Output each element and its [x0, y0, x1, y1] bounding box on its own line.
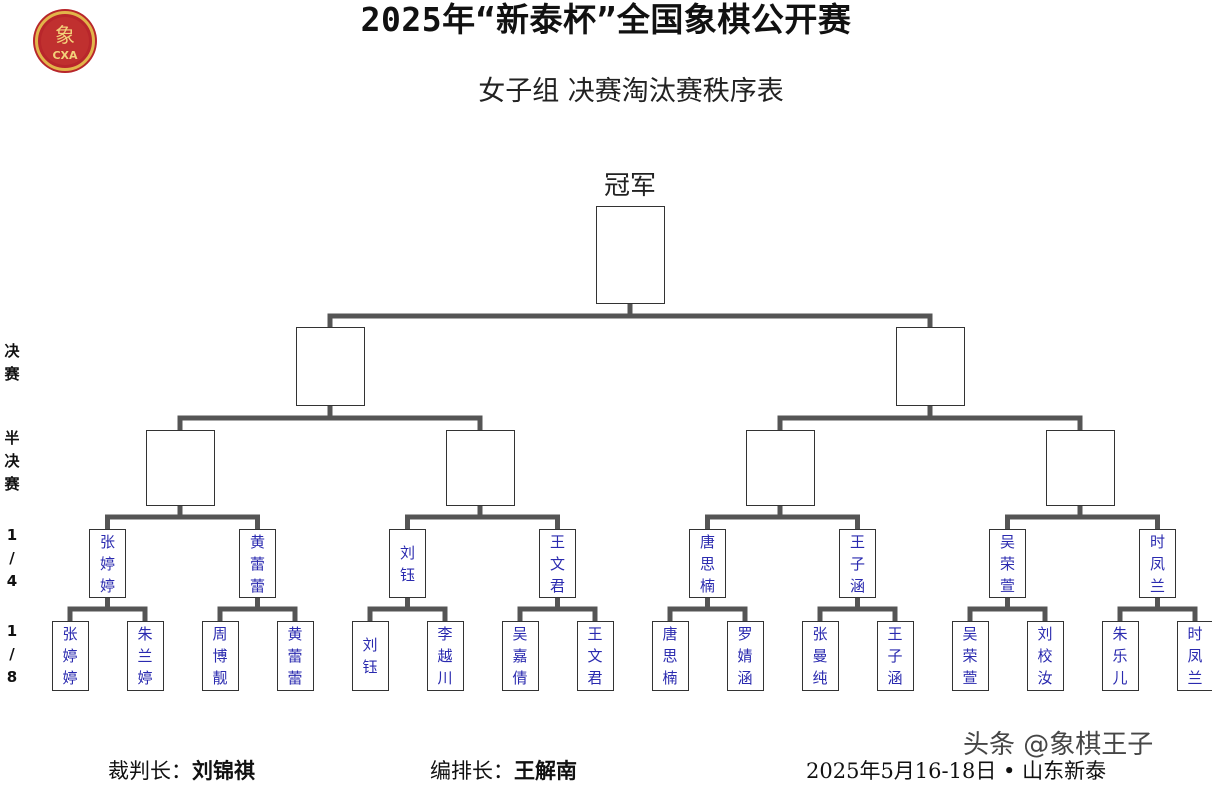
quarterfinal-player: 刘钰 — [389, 529, 426, 598]
round-of-16-player: 张曼纯 — [801, 621, 839, 691]
round-of-16-player: 时凤兰 — [1176, 621, 1212, 691]
scheduler-name: 王解南 — [514, 758, 577, 783]
player-name: 黄蕾蕾 — [287, 625, 303, 687]
player-name: 吴荣萱 — [962, 625, 978, 687]
player-name: 时凤兰 — [1187, 625, 1203, 687]
round-of-16-player: 刘校汝 — [1026, 621, 1064, 691]
logo-text: CXA — [52, 49, 78, 62]
player-name: 刘钰 — [362, 636, 378, 676]
player-name: 张曼纯 — [812, 625, 828, 687]
semifinal-box-4 — [1045, 430, 1115, 506]
semifinal-box-3 — [745, 430, 815, 506]
quarterfinal-player: 王子涵 — [839, 529, 876, 598]
footer-referee: 裁判长：刘锦祺 — [108, 756, 255, 786]
quarterfinal-player: 时凤兰 — [1139, 529, 1176, 598]
round-of-16-player: 刘钰 — [351, 621, 389, 691]
player-name: 吴荣萱 — [999, 532, 1015, 595]
player-name: 时凤兰 — [1149, 532, 1165, 595]
round-of-16-player: 唐思楠 — [651, 621, 689, 691]
player-name: 朱乐儿 — [1112, 625, 1128, 687]
quarterfinal-player: 张婷婷 — [89, 529, 126, 598]
round-label-quarterfinal: 1/4 — [6, 526, 18, 590]
final-box-1 — [295, 327, 365, 406]
page-title: 2025年“新泰杯”全国象棋公开赛 — [360, 0, 852, 39]
final-box-2 — [895, 327, 965, 406]
round-of-16-player: 吴荣萱 — [951, 621, 989, 691]
footer-date-place: 2025年5月16-18日 • 山东新泰 — [806, 759, 1107, 783]
player-name: 张婷婷 — [62, 625, 78, 687]
quarterfinal-player: 吴荣萱 — [989, 529, 1026, 598]
round-of-16-player: 王文君 — [576, 621, 614, 691]
player-name: 王子涵 — [887, 625, 903, 687]
round-of-16-player: 罗婧涵 — [726, 621, 764, 691]
quarterfinal-player: 黄蕾蕾 — [239, 529, 276, 598]
player-name: 王文君 — [549, 532, 565, 595]
page-subtitle: 女子组 决赛淘汰赛秩序表 — [478, 76, 784, 107]
player-name: 吴嘉倩 — [512, 625, 528, 687]
player-name: 刘校汝 — [1037, 625, 1053, 687]
player-name: 李越川 — [437, 625, 453, 687]
scheduler-label: 编排长： — [430, 759, 514, 783]
round-of-16-player: 朱兰婷 — [126, 621, 164, 691]
champion-box — [595, 206, 665, 304]
player-name: 王文君 — [587, 625, 603, 687]
round-of-16-player: 周博靓 — [201, 621, 239, 691]
quarterfinal-player: 王文君 — [539, 529, 576, 598]
round-of-16-player: 王子涵 — [876, 621, 914, 691]
quarterfinal-player: 唐思楠 — [689, 529, 726, 598]
semifinal-box-1 — [145, 430, 215, 506]
round-label-final: 决赛 — [4, 342, 20, 383]
footer-scheduler: 编排长：王解南 — [430, 756, 577, 786]
round-of-16-player: 黄蕾蕾 — [276, 621, 314, 691]
round-of-16-player: 李越川 — [426, 621, 464, 691]
player-name: 黄蕾蕾 — [249, 532, 265, 595]
player-name: 唐思楠 — [699, 532, 715, 595]
champion-label: 冠军 — [603, 171, 656, 201]
round-label-round-of-16: 1/8 — [6, 622, 18, 686]
semifinal-box-2 — [445, 430, 515, 506]
player-name: 周博靓 — [212, 625, 228, 687]
player-name: 刘钰 — [399, 543, 415, 584]
watermark: 头条 @象棋王子 — [963, 730, 1154, 760]
logo-glyph: 象 — [55, 23, 75, 47]
referee-label: 裁判长： — [108, 759, 192, 783]
round-label-semifinal: 半决赛 — [4, 429, 20, 493]
round-of-16-player: 吴嘉倩 — [501, 621, 539, 691]
round-of-16-player: 朱乐儿 — [1101, 621, 1139, 691]
referee-name: 刘锦祺 — [192, 758, 255, 783]
player-name: 王子涵 — [849, 532, 865, 595]
cxa-logo-icon: 象 CXA — [33, 9, 97, 73]
player-name: 罗婧涵 — [737, 625, 753, 687]
round-of-16-player: 张婷婷 — [51, 621, 89, 691]
player-name: 张婷婷 — [99, 532, 115, 595]
player-name: 唐思楠 — [662, 625, 678, 687]
player-name: 朱兰婷 — [137, 625, 153, 687]
